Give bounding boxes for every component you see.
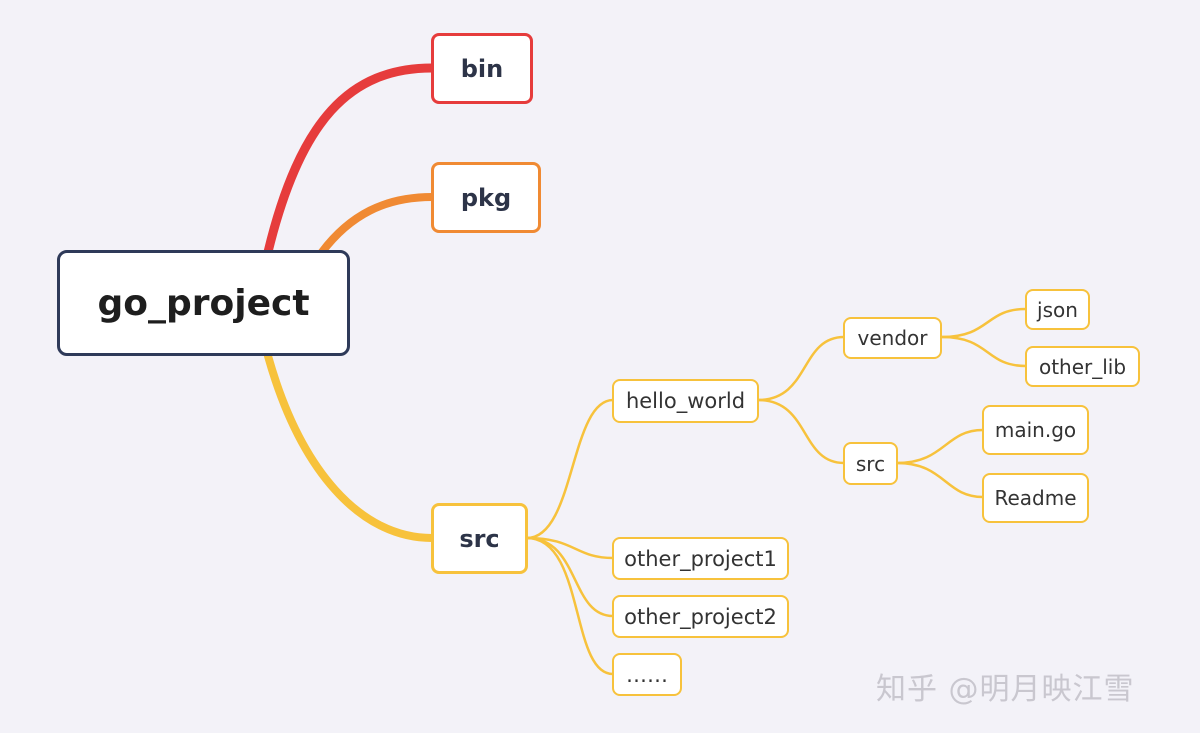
node-vendor: vendor bbox=[843, 317, 942, 359]
connector-root-bin bbox=[263, 63, 437, 257]
node-main-go: main.go bbox=[982, 405, 1089, 455]
connector-inner-src-readme bbox=[896, 461, 984, 499]
connector-root-src bbox=[264, 352, 436, 542]
connector-src-hello-world bbox=[526, 398, 614, 540]
node-other-project1: other_project1 bbox=[612, 537, 789, 580]
node-ellipsis: …… bbox=[612, 653, 682, 696]
connector-hello-src bbox=[757, 398, 845, 465]
connector-vendor-other-lib bbox=[941, 335, 1027, 368]
node-other-project2: other_project2 bbox=[612, 595, 789, 638]
watermark: 知乎 @明月映江雪 bbox=[876, 672, 1135, 707]
node-readme: Readme bbox=[982, 473, 1089, 523]
node-go-project: go_project bbox=[57, 250, 350, 356]
node-hello-world: hello_world bbox=[612, 379, 759, 423]
node-inner-src: src bbox=[843, 442, 898, 485]
node-other-lib: other_lib bbox=[1025, 346, 1140, 387]
connector-hello-vendor bbox=[757, 335, 845, 402]
connector-src-other-project1 bbox=[526, 536, 614, 560]
connector-src-other-project2 bbox=[526, 536, 614, 618]
node-pkg: pkg bbox=[431, 162, 541, 233]
connector-inner-src-main bbox=[896, 428, 984, 465]
connector-src-ellipsis bbox=[526, 536, 614, 676]
connector-root-pkg bbox=[318, 193, 436, 256]
node-json: json bbox=[1025, 289, 1090, 330]
connector-vendor-json bbox=[941, 307, 1027, 339]
node-bin: bin bbox=[431, 33, 533, 104]
node-src: src bbox=[431, 503, 528, 574]
